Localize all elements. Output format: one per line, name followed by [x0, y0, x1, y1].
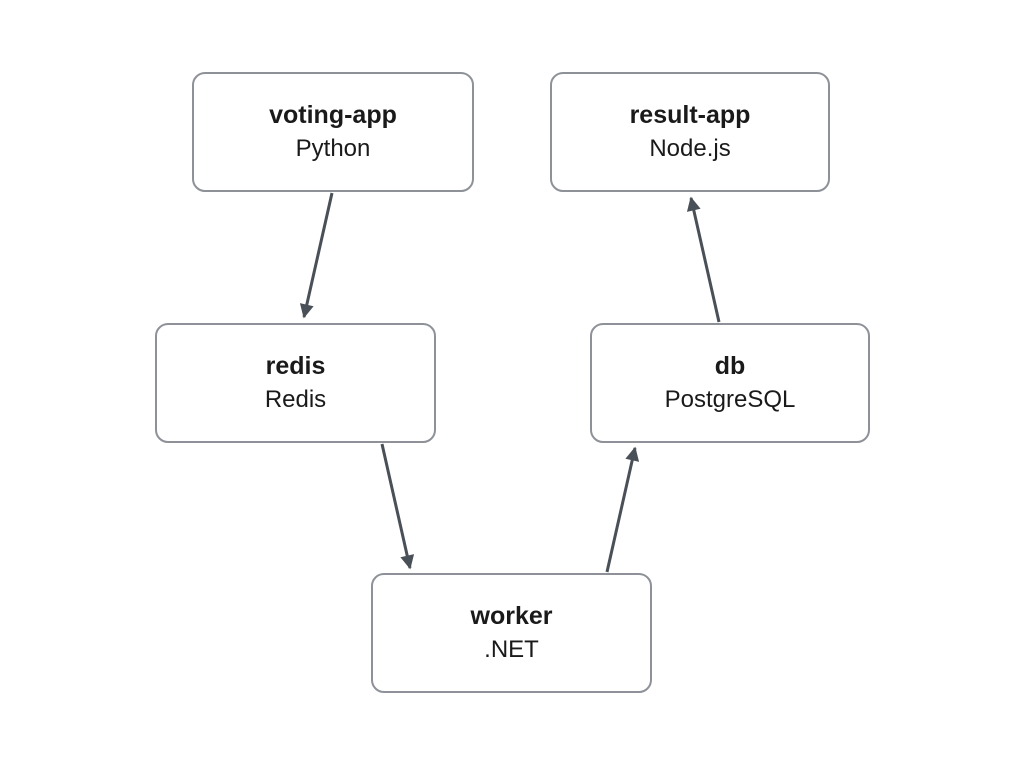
- edge-db-to-result-app: [686, 196, 721, 323]
- node-title: redis: [265, 352, 326, 381]
- node-title: voting-app: [269, 101, 397, 130]
- node-result-app: result-app Node.js: [550, 72, 830, 192]
- node-title: db: [714, 352, 746, 381]
- node-worker: worker .NET: [371, 573, 652, 693]
- node-title: result-app: [629, 101, 751, 130]
- node-title: worker: [470, 602, 553, 631]
- edge-worker-to-db: [605, 446, 640, 573]
- node-tech: .NET: [484, 636, 539, 664]
- edge-voting-app-to-redis: [299, 192, 334, 319]
- node-tech: Python: [295, 135, 371, 163]
- node-redis: redis Redis: [155, 323, 436, 443]
- node-tech: Node.js: [649, 135, 731, 163]
- node-voting-app: voting-app Python: [192, 72, 474, 192]
- node-tech: PostgreSQL: [664, 386, 796, 414]
- node-tech: Redis: [264, 386, 327, 414]
- edge-redis-to-worker: [380, 443, 415, 570]
- node-db: db PostgreSQL: [590, 323, 870, 443]
